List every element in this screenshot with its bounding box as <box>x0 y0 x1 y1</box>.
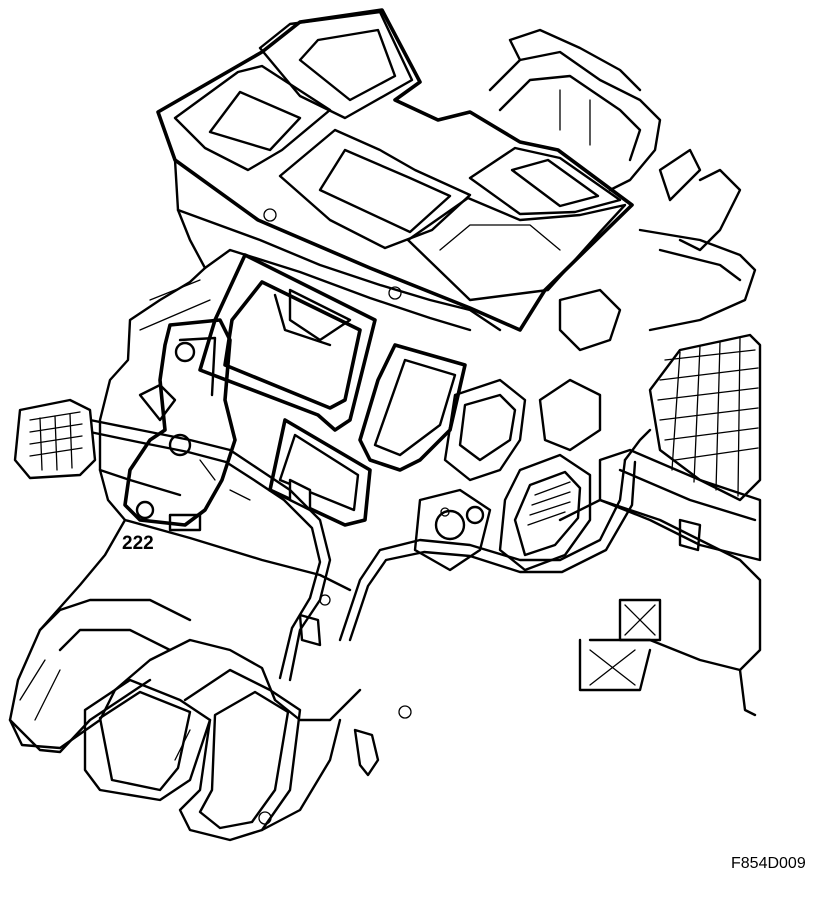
fasteners <box>258 208 702 825</box>
actuator-motor <box>413 288 622 572</box>
callout-label-222: 222 <box>122 533 154 554</box>
lower-ducts <box>8 598 380 842</box>
component-222 <box>123 318 237 532</box>
heater-core <box>558 333 762 717</box>
refrigerant-pipes <box>488 28 757 332</box>
electrical-connector <box>13 398 97 480</box>
top-outlet-frame <box>156 8 634 332</box>
center-doors <box>198 253 467 527</box>
figure-code: F854D009 <box>731 855 806 872</box>
